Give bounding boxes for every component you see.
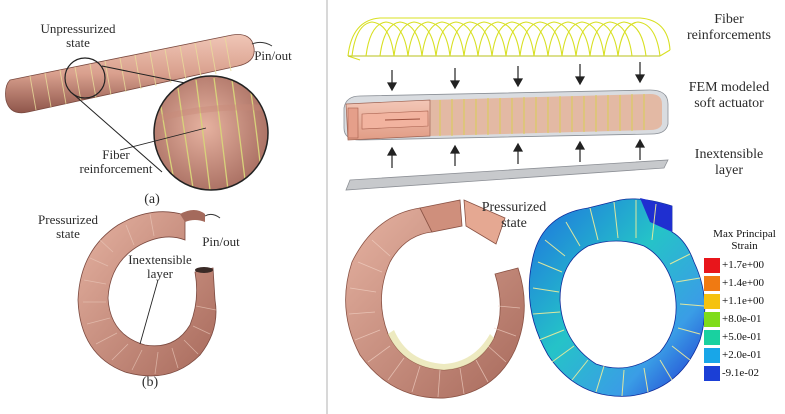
colorbar-swatch bbox=[704, 348, 720, 363]
pin-out-label-bottom: Pin/out bbox=[202, 234, 240, 249]
strain-colorbar: Max Principal Strain +1.7e+00+1.4e+00+1.… bbox=[704, 228, 785, 388]
colorbar-tick-label: +8.0e-01 bbox=[722, 313, 762, 325]
zoom-line bbox=[71, 92, 163, 173]
fem-soft-actuator bbox=[343, 89, 669, 141]
colorbar-tick-label: +1.4e+00 bbox=[722, 277, 765, 289]
colorbar-swatch bbox=[704, 276, 720, 291]
colorbar-swatch bbox=[704, 294, 720, 309]
colorbar-tick-label: +1.1e+00 bbox=[722, 295, 765, 307]
inextensible-pointer bbox=[139, 279, 159, 345]
colorbar-title: Max Principal Strain bbox=[713, 228, 776, 252]
strain-contour-ring bbox=[528, 198, 706, 397]
colorbar-swatch bbox=[704, 330, 720, 345]
fiber-pointer bbox=[119, 127, 207, 151]
fiber-reinforcements-cage bbox=[347, 17, 671, 61]
fiber-reinforcement-label: Fiber reinforcement bbox=[79, 147, 153, 176]
panel-b-label: (b) bbox=[141, 375, 159, 390]
pressurized-ring-fem bbox=[345, 199, 525, 399]
colorbar-tick-label: +1.7e+00 bbox=[722, 259, 765, 271]
colorbar-swatch bbox=[704, 312, 720, 327]
zoom-detail bbox=[153, 75, 269, 191]
down-arrows bbox=[386, 62, 646, 92]
zoom-line bbox=[101, 65, 191, 85]
inextensible-layer-label-left: Inextensible layer bbox=[128, 252, 192, 281]
fem-fibers bbox=[439, 94, 645, 136]
inextensible-layer-label-right: Inextensible layer bbox=[694, 147, 764, 178]
detail-circle bbox=[64, 57, 106, 99]
pin-out-label-top: Pin/out bbox=[254, 48, 292, 63]
fem-ring-ridges bbox=[348, 239, 521, 398]
tube-fibers bbox=[29, 36, 232, 111]
colorbar-tick-label: +2.0e-01 bbox=[722, 349, 762, 361]
unpressurized-actuator bbox=[5, 34, 273, 114]
strain-fibers bbox=[532, 200, 705, 397]
fiber-reinforcements-label: Fiber reinforcements bbox=[687, 12, 771, 43]
colorbar-body: +1.7e+00 +1.4e+00 +1.1e+00 +8.0e-01 +5.0e-01… bbox=[704, 258, 785, 381]
pressurized-state-label-left: Pressurized state bbox=[38, 212, 98, 241]
pressurized-ring-photo bbox=[77, 210, 221, 377]
colorbar-swatch bbox=[704, 258, 720, 273]
inextensible-layer-plate bbox=[345, 159, 669, 191]
up-arrows bbox=[386, 138, 646, 168]
colorbar-tick-label: +5.0e-01 bbox=[722, 331, 762, 343]
panel-a-label: (a) bbox=[144, 192, 160, 207]
panel-divider bbox=[326, 0, 328, 414]
colorbar-swatch bbox=[704, 366, 720, 381]
colorbar-tick-label: -9.1e-02 bbox=[722, 367, 759, 379]
unpressurized-state-label: Unpressurized state bbox=[40, 21, 116, 50]
ring-ridges bbox=[83, 213, 217, 375]
fem-modeled-label: FEM modeled soft actuator bbox=[688, 80, 770, 111]
pressurized-state-label-right: Pressurized state bbox=[481, 200, 547, 231]
